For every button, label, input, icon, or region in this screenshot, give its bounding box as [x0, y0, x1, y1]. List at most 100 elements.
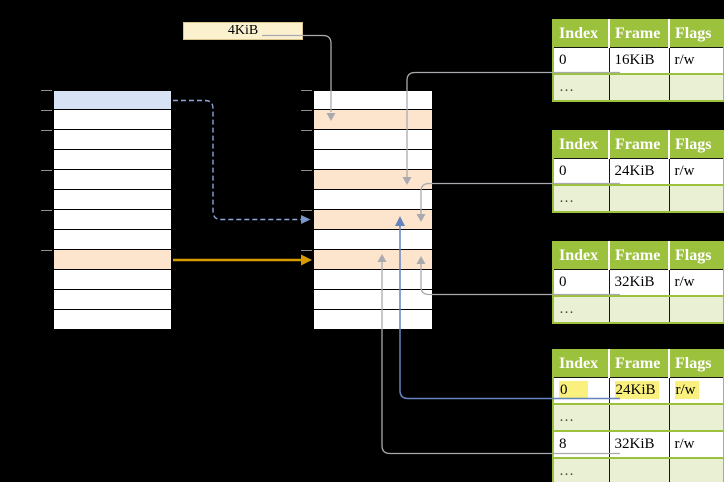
memory-row — [313, 190, 433, 210]
table-cell: 8 — [553, 431, 610, 459]
column-header: Index — [553, 242, 610, 270]
address-tick — [301, 250, 312, 251]
address-tick — [41, 210, 52, 211]
table-cell — [609, 185, 670, 213]
table-row: 0 24KiB r/w — [553, 377, 724, 405]
highlighted-value: 0 — [559, 381, 588, 399]
address-tick — [301, 170, 312, 171]
memory-row — [313, 150, 433, 170]
memory-row — [53, 110, 172, 130]
memory-row — [313, 130, 433, 150]
table-cell: r/w — [669, 47, 724, 75]
highlighted-value: r/w — [674, 381, 699, 399]
table-cell: … — [553, 404, 610, 432]
table-cell — [609, 296, 670, 324]
memory-row — [313, 170, 433, 190]
memory-row — [313, 230, 433, 250]
address-tick — [301, 130, 312, 131]
memory-row — [53, 290, 172, 310]
table-row: … — [553, 185, 724, 213]
memory-row — [53, 150, 172, 170]
table-cell: 16KiB — [609, 47, 670, 75]
page-size-callout: 4KiB — [183, 22, 303, 40]
table-row: … — [553, 458, 724, 482]
table-cell — [669, 458, 724, 482]
column-header: Frame — [609, 350, 670, 378]
memory-row — [53, 270, 172, 290]
column-header: Flags — [669, 350, 724, 378]
table-cell: … — [553, 296, 610, 324]
address-tick — [41, 110, 52, 111]
column-header: Index — [553, 350, 610, 378]
memory-row — [53, 250, 172, 270]
memory-row — [53, 170, 172, 190]
table-cell: r/w — [669, 158, 724, 186]
memory-row — [313, 110, 433, 130]
arrow-right-icon — [301, 254, 312, 266]
table-cell: 24KiB — [609, 158, 670, 186]
table-cell — [669, 74, 724, 102]
address-tick — [41, 130, 52, 131]
address-tick — [41, 90, 52, 91]
page-size-label: 4KiB — [227, 23, 259, 38]
memory-row — [53, 210, 172, 230]
physical-memory-table — [313, 90, 433, 330]
address-tick — [301, 210, 312, 211]
table-cell: 0 — [553, 269, 610, 297]
column-header: Index — [553, 20, 610, 48]
table-row: … — [553, 296, 724, 324]
table-cell — [669, 185, 724, 213]
arrow-vm-to-pm-dashed — [173, 99, 311, 224]
table-cell — [609, 458, 670, 482]
table-row: … — [553, 74, 724, 102]
memory-row — [313, 310, 433, 330]
table-cell — [609, 404, 670, 432]
memory-row — [53, 310, 172, 330]
address-tick — [41, 170, 52, 171]
table-cell: r/w — [669, 269, 724, 297]
table-cell: 24KiB — [609, 377, 670, 405]
column-header: Flags — [669, 131, 724, 159]
column-header: Frame — [609, 242, 670, 270]
table-cell: 0 — [553, 158, 610, 186]
highlighted-value: 24KiB — [614, 381, 659, 399]
address-tick — [41, 250, 52, 251]
table-cell: 0 — [553, 47, 610, 75]
table-row: … — [553, 404, 724, 432]
table-cell — [669, 404, 724, 432]
table-cell — [669, 296, 724, 324]
memory-row — [313, 270, 433, 290]
arrow-vm-to-pm-mapped — [173, 254, 312, 266]
memory-row — [313, 290, 433, 310]
column-header: Flags — [669, 20, 724, 48]
address-tick — [301, 90, 312, 91]
column-header: Frame — [609, 131, 670, 159]
table-cell: … — [553, 458, 610, 482]
column-header: Flags — [669, 242, 724, 270]
memory-row — [53, 230, 172, 250]
table-cell: r/w — [669, 377, 724, 405]
memory-row — [313, 90, 433, 110]
column-header: Frame — [609, 20, 670, 48]
column-header: Index — [553, 131, 610, 159]
memory-row — [313, 210, 433, 230]
table-cell: 32KiB — [609, 269, 670, 297]
table-cell: 0 — [553, 377, 610, 405]
table-cell: … — [553, 74, 610, 102]
table-cell: … — [553, 185, 610, 213]
memory-row — [53, 130, 172, 150]
virtual-memory-table — [53, 90, 172, 330]
